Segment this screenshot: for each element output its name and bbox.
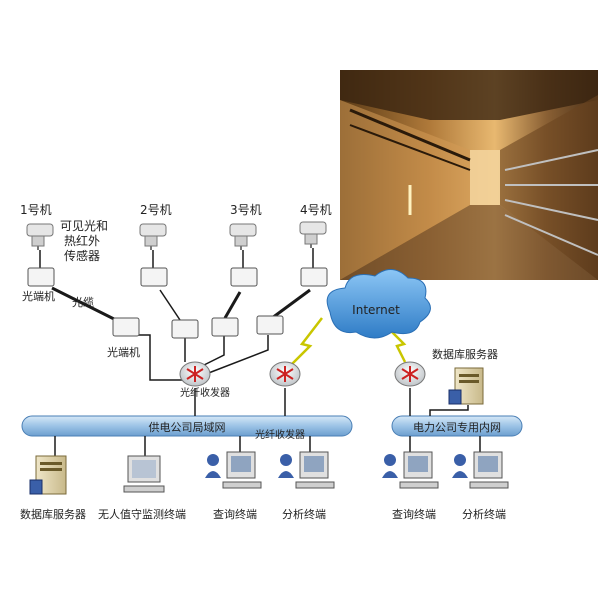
optical-terminal-devices bbox=[27, 267, 328, 339]
intranet-bus: 电力公司专用内网 bbox=[391, 415, 523, 437]
analysis-terminal-right-icon bbox=[452, 451, 509, 489]
camera-label-4: 4号机 bbox=[300, 203, 332, 217]
optical-terminal-label-mid: 光端机 bbox=[107, 345, 140, 359]
transceiver-label-a: 光纤收发器 bbox=[180, 386, 230, 399]
monitor-terminal-icon bbox=[123, 455, 165, 493]
terminal-box-5 bbox=[171, 319, 199, 339]
camera-2 bbox=[139, 223, 167, 250]
optical-terminal-label-top: 光端机 bbox=[22, 289, 55, 303]
camera-label-2: 2号机 bbox=[140, 203, 172, 217]
db-server-label-right: 数据库服务器 bbox=[432, 347, 498, 361]
db-server-right-icon bbox=[448, 367, 484, 405]
terminal-box-2 bbox=[140, 267, 168, 287]
camera-3 bbox=[229, 223, 257, 250]
lan-label: 供电公司局域网 bbox=[149, 420, 226, 434]
terminal-label-analysis-left: 分析终端 bbox=[282, 507, 326, 521]
router-a bbox=[179, 361, 211, 387]
camera-1 bbox=[26, 223, 54, 250]
terminal-box-mid bbox=[112, 317, 140, 337]
terminal-label-analysis-right: 分析终端 bbox=[462, 507, 506, 521]
wireless-links bbox=[291, 317, 407, 365]
lan-bus: 供电公司局域网 bbox=[21, 415, 353, 437]
terminal-label-query-left: 查询终端 bbox=[213, 507, 257, 521]
optical-cable-label: 光缆 bbox=[72, 295, 94, 309]
internet-cloud: Internet bbox=[326, 269, 431, 339]
sensor-note-1: 可见光和 bbox=[60, 219, 108, 233]
internet-label: Internet bbox=[352, 303, 400, 317]
router-b bbox=[269, 361, 301, 387]
terminal-label-db-server: 数据库服务器 bbox=[20, 507, 86, 521]
intranet-label: 电力公司专用内网 bbox=[413, 420, 501, 434]
analysis-terminal-left-icon bbox=[278, 451, 335, 489]
db-server-left-icon bbox=[29, 455, 67, 495]
terminal-box-4 bbox=[300, 267, 328, 287]
sensor-note-2: 热红外 bbox=[64, 233, 100, 248]
connection-lines bbox=[39, 248, 481, 456]
sensor-note-3: 传感器 bbox=[64, 248, 100, 263]
terminal-box-7 bbox=[256, 315, 284, 335]
terminal-box-1 bbox=[27, 267, 55, 287]
terminal-label-query-right: 查询终端 bbox=[392, 507, 436, 521]
camera-label-1: 1号机 bbox=[20, 203, 52, 217]
terminal-box-6 bbox=[211, 317, 239, 337]
query-terminal-left-icon bbox=[205, 451, 262, 489]
query-terminal-right-icon bbox=[382, 451, 439, 489]
camera-4 bbox=[299, 221, 327, 248]
tunnel-photo bbox=[340, 70, 599, 280]
terminal-box-3 bbox=[230, 267, 258, 287]
camera-label-3: 3号机 bbox=[230, 203, 262, 217]
transceiver-label-b: 光纤收发器 bbox=[255, 428, 305, 441]
router-c bbox=[394, 361, 426, 387]
terminal-label-monitor: 无人值守监测终端 bbox=[98, 507, 186, 521]
